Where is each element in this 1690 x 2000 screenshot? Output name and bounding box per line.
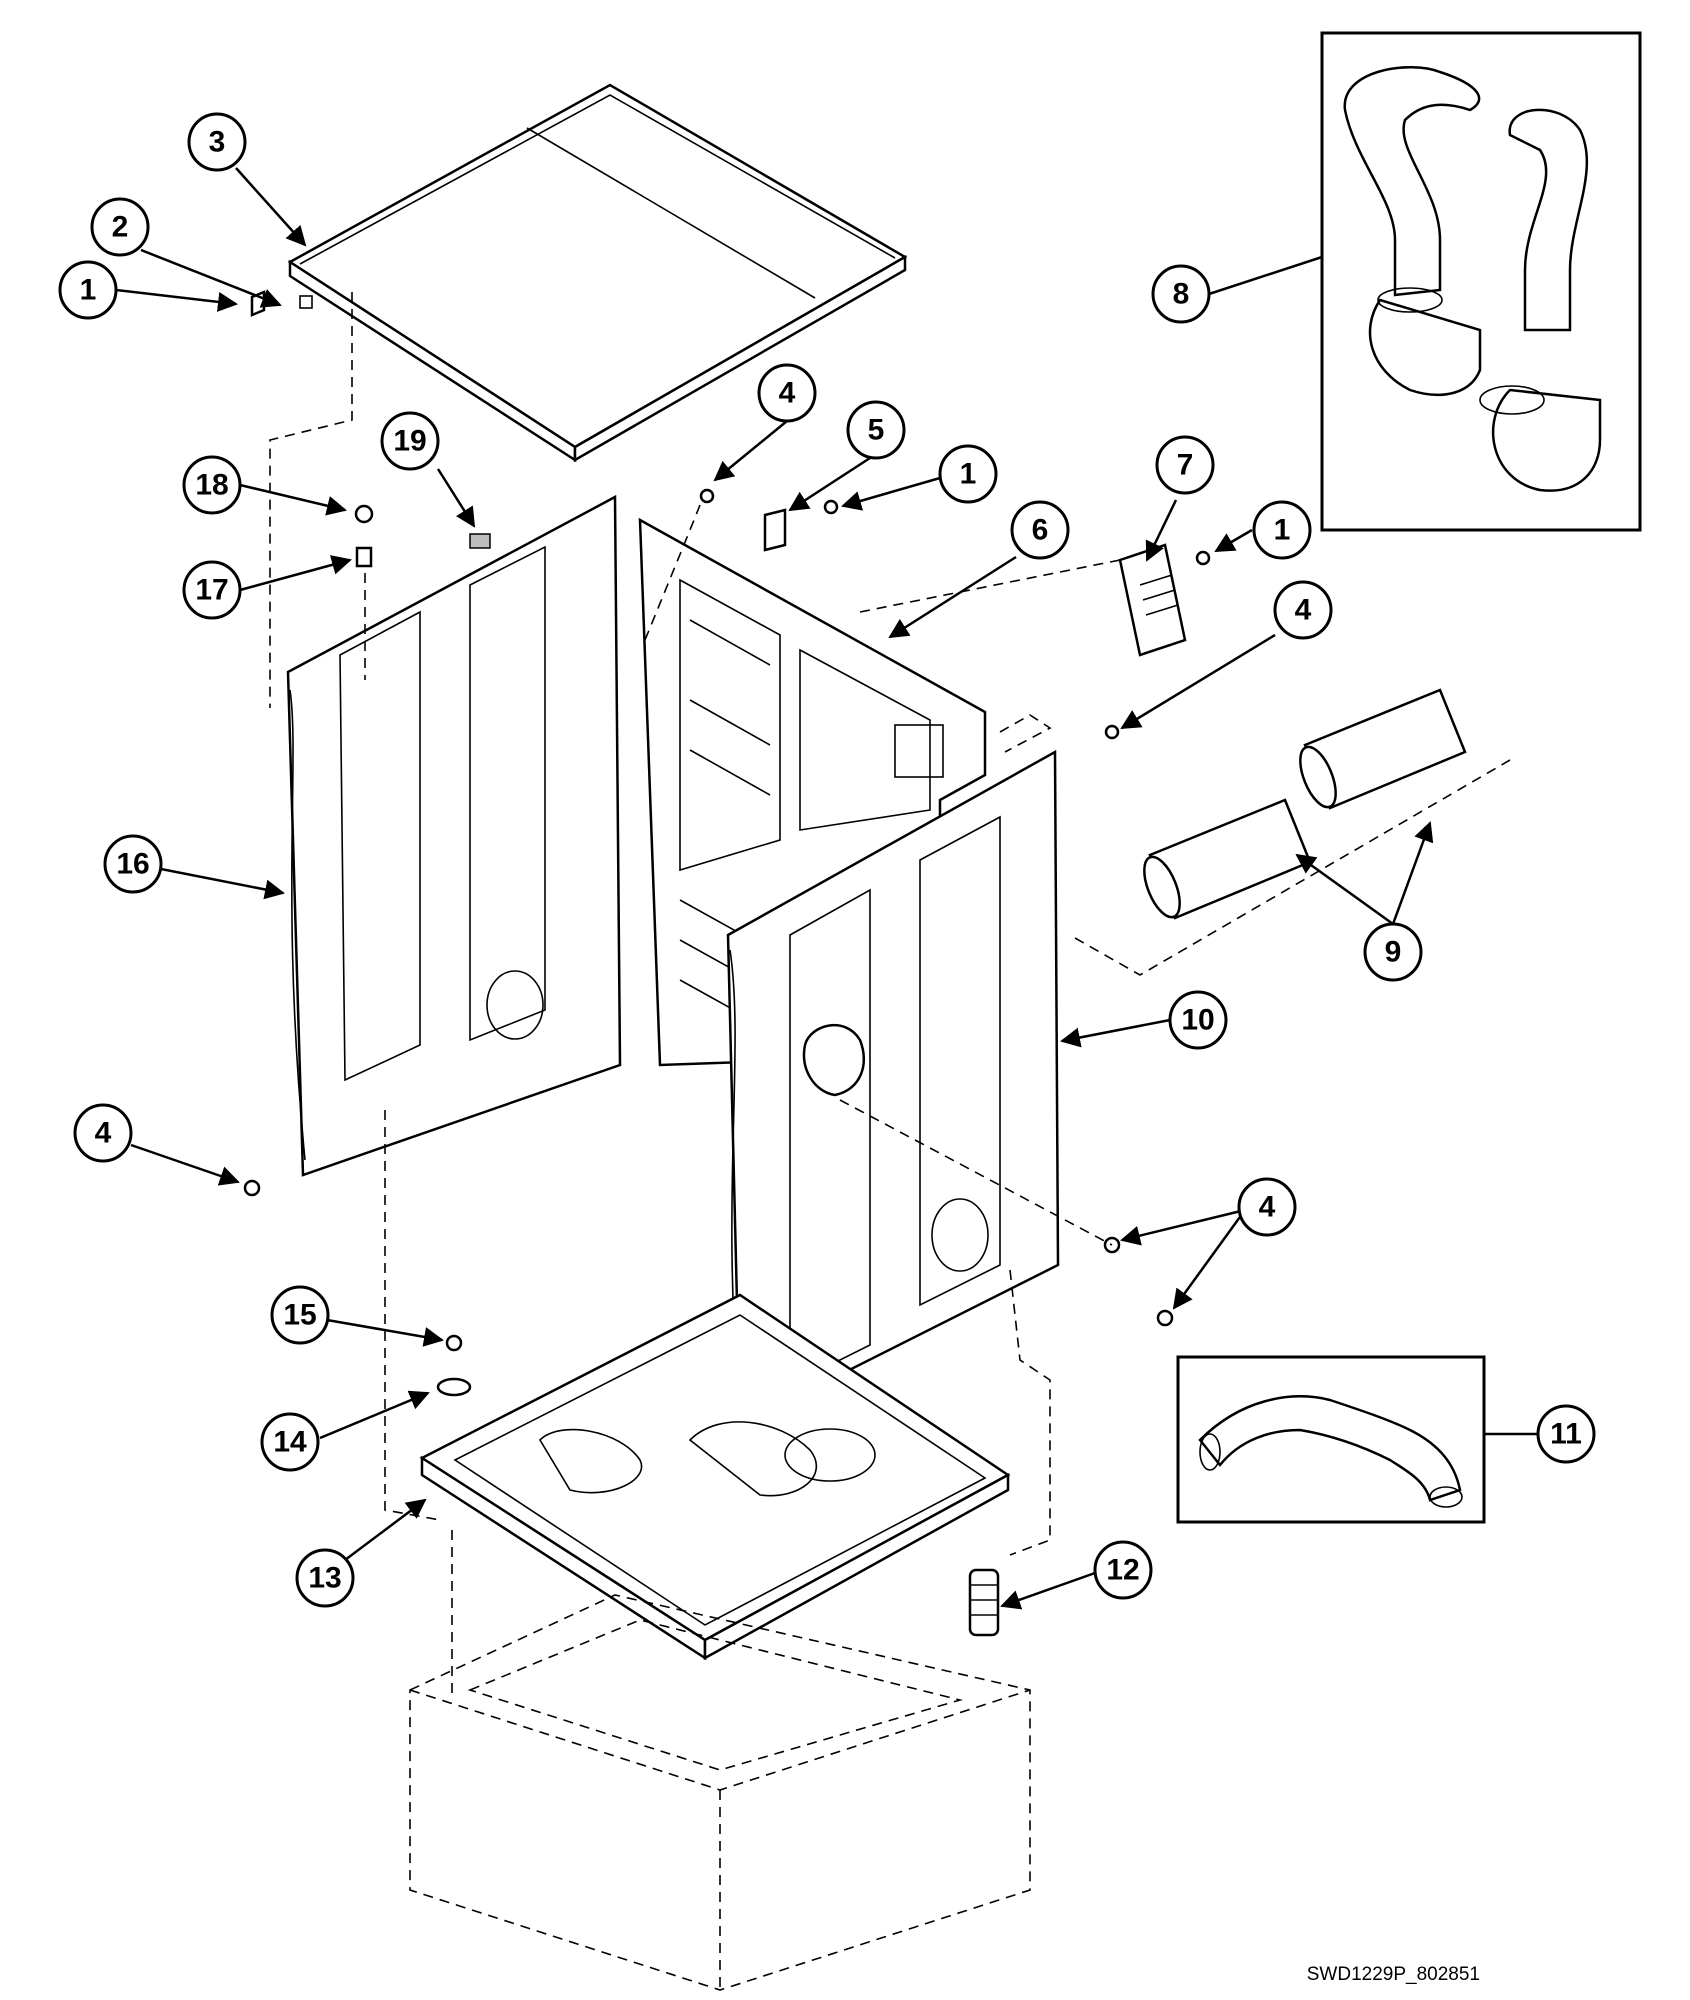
callout-1: 1 — [1252, 500, 1312, 560]
callout-2: 2 — [90, 197, 150, 257]
callout-label: 18 — [195, 469, 228, 502]
assembly-guides — [269, 292, 1511, 1700]
callouts: 1 2 3 4 5 1 6 7 1 8 4 9 10 18 19 17 16 4… — [58, 112, 1596, 1608]
callout-10: 10 — [1168, 990, 1228, 1050]
callout-label: 4 — [1259, 1191, 1276, 1224]
callout-label: 9 — [1385, 936, 1402, 969]
callout-14: 14 — [260, 1412, 320, 1472]
callout-5: 5 — [846, 400, 906, 460]
callout-label: 19 — [393, 425, 426, 458]
left-side-panel — [286, 494, 622, 1177]
duct-kit-box — [1320, 31, 1642, 532]
small-hardware — [243, 290, 1211, 1397]
callout-label: 13 — [308, 1562, 341, 1595]
callout-label: 6 — [1032, 514, 1049, 547]
right-side-panel — [726, 749, 1060, 1428]
vent-cover — [1118, 543, 1187, 657]
callout-label: 5 — [868, 414, 885, 447]
leveling-leg — [968, 1568, 1000, 1637]
callout-7: 7 — [1155, 435, 1215, 495]
callout-label: 15 — [283, 1299, 316, 1332]
callout-label: 1 — [1274, 514, 1291, 547]
top-panel — [287, 83, 908, 463]
callout-label: 12 — [1106, 1554, 1139, 1587]
callout-15: 15 — [270, 1285, 330, 1345]
callout-4: 4 — [757, 363, 817, 423]
callout-12: 12 — [1093, 1540, 1153, 1600]
callout-label: 2 — [112, 211, 129, 244]
callout-6: 6 — [1010, 500, 1070, 560]
drawing-code-label: SWD1229P_802851 — [1306, 1964, 1480, 1985]
callout-1: 1 — [938, 444, 998, 504]
callout-8: 8 — [1151, 264, 1211, 324]
callout-label: 1 — [80, 274, 97, 307]
callout-3: 3 — [187, 112, 247, 172]
callout-label: 14 — [273, 1426, 307, 1459]
callout-label: 1 — [960, 458, 977, 491]
callout-4: 4 — [73, 1103, 133, 1163]
callout-16: 16 — [103, 834, 163, 894]
callout-4: 4 — [1237, 1177, 1297, 1237]
callout-11: 11 — [1536, 1404, 1596, 1464]
flex-duct-box — [1176, 1355, 1486, 1524]
leader-lines — [115, 167, 1538, 1610]
callout-label: 16 — [116, 848, 149, 881]
callout-label: 4 — [95, 1117, 112, 1150]
callout-13: 13 — [295, 1548, 355, 1608]
callout-label: 17 — [195, 574, 228, 607]
callout-17: 17 — [182, 560, 242, 620]
callout-label: 4 — [779, 377, 796, 410]
callout-4: 4 — [1273, 580, 1333, 640]
callout-1: 1 — [58, 260, 118, 320]
callout-19: 19 — [380, 411, 440, 471]
callout-label: 10 — [1181, 1004, 1214, 1037]
callout-label: 8 — [1173, 278, 1190, 311]
vent-pipes — [1143, 688, 1467, 920]
callout-18: 18 — [182, 455, 242, 515]
callout-9: 9 — [1363, 922, 1423, 982]
callout-label: 11 — [1550, 1418, 1582, 1451]
callout-label: 4 — [1295, 594, 1312, 627]
callout-label: 7 — [1177, 449, 1194, 482]
base-frame — [419, 1293, 1011, 1661]
washer-body-outline — [409, 1594, 1031, 1991]
callout-label: 3 — [209, 126, 226, 159]
